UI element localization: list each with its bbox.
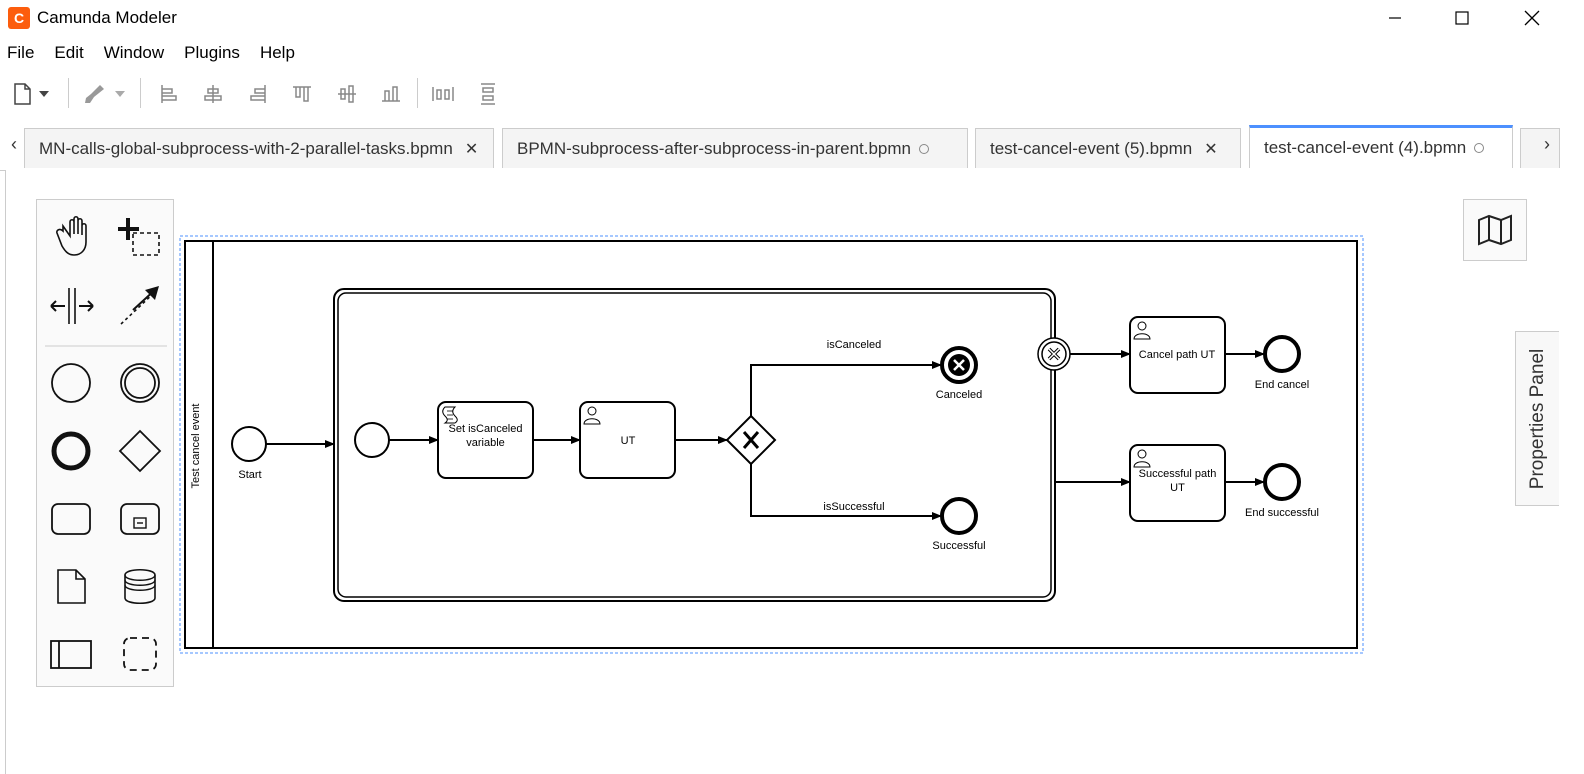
menu-file[interactable]: File — [7, 43, 35, 62]
map-icon — [1478, 214, 1512, 246]
tab-label: BPMN-subprocess-after-subprocess-in-pare… — [517, 138, 911, 158]
distribute-horizontal-icon — [432, 87, 454, 101]
new-file-dropdown[interactable] — [34, 80, 54, 108]
tab-overflow[interactable] — [1520, 128, 1560, 168]
align-middle-icon — [338, 85, 356, 103]
camunda-logo-icon: C — [8, 7, 30, 29]
title-bar: C Camunda Modeler — [0, 0, 1584, 36]
close-window-button[interactable] — [1509, 0, 1555, 36]
menu-bar: File Edit Window Plugins Help — [0, 40, 308, 68]
minimap-toggle-button[interactable] — [1463, 199, 1527, 261]
color-picker-dropdown[interactable] — [110, 80, 130, 108]
tab-bar: MN-calls-global-subprocess-with-2-parall… — [0, 124, 1584, 171]
align-center-button[interactable] — [199, 80, 227, 108]
gateway-tool-icon[interactable] — [118, 429, 162, 473]
toolbar — [0, 76, 1584, 110]
maximize-button[interactable] — [1439, 0, 1485, 36]
unsaved-dot-icon[interactable] — [1474, 143, 1485, 153]
align-middle-button[interactable] — [333, 80, 361, 108]
global-connect-tool-icon[interactable] — [120, 286, 159, 325]
align-right-button[interactable] — [244, 80, 272, 108]
tab-label: test-cancel-event (5).bpmn — [990, 138, 1193, 158]
tabs-scroll-left-icon[interactable]: ‹ — [11, 134, 17, 154]
space-tool-icon[interactable] — [50, 288, 94, 324]
data-store-tool-icon[interactable] — [124, 568, 156, 605]
distribute-horizontal-button[interactable] — [429, 80, 457, 108]
window-title: Camunda Modeler — [37, 8, 177, 27]
diagram-canvas[interactable] — [5, 170, 1584, 774]
caret-down-icon — [115, 91, 125, 97]
tabs-scroll-right-icon[interactable]: › — [1544, 134, 1550, 154]
menu-window[interactable]: Window — [103, 43, 165, 62]
close-icon[interactable]: ✕ — [464, 140, 479, 158]
end-event-tool-icon[interactable] — [51, 431, 91, 471]
properties-panel-toggle[interactable]: Properties Panel — [1515, 331, 1559, 506]
align-right-icon — [250, 85, 266, 103]
align-center-icon — [204, 85, 222, 103]
align-left-button[interactable] — [155, 80, 183, 108]
close-icon[interactable]: ✕ — [1204, 140, 1218, 158]
lasso-tool-icon[interactable] — [118, 218, 160, 256]
color-picker-button[interactable] — [80, 80, 108, 108]
start-event-tool-icon[interactable] — [51, 363, 91, 403]
align-top-button[interactable] — [288, 80, 316, 108]
intermediate-event-tool-icon[interactable] — [120, 363, 160, 403]
unsaved-dot-icon[interactable] — [919, 143, 929, 154]
minimize-button[interactable] — [1372, 0, 1418, 36]
menu-plugins[interactable]: Plugins — [184, 43, 240, 62]
properties-panel-label: Properties Panel — [1526, 348, 1548, 489]
tab-test-cancel-event-4[interactable]: test-cancel-event (4).bpmn — [1249, 125, 1513, 168]
subprocess-tool-icon[interactable] — [120, 503, 160, 535]
new-file-button[interactable] — [8, 80, 36, 108]
align-bottom-icon — [382, 86, 400, 102]
tab-subprocess-after-subprocess[interactable]: BPMN-subprocess-after-subprocess-in-pare… — [502, 128, 968, 168]
data-object-tool-icon[interactable] — [57, 569, 86, 604]
paint-brush-icon — [85, 85, 104, 103]
align-bottom-button[interactable] — [377, 80, 405, 108]
tab-label: test-cancel-event (4).bpmn — [1264, 138, 1467, 157]
tab-label: MN-calls-global-subprocess-with-2-parall… — [39, 138, 453, 158]
hand-tool-icon[interactable] — [56, 215, 87, 256]
toolbar-separator — [417, 78, 418, 108]
menu-edit[interactable]: Edit — [54, 43, 84, 62]
toolbar-separator — [140, 78, 141, 108]
distribute-vertical-icon — [481, 83, 495, 105]
tool-palette — [36, 199, 174, 687]
tab-global-subprocess[interactable]: MN-calls-global-subprocess-with-2-parall… — [24, 128, 494, 168]
align-top-icon — [293, 86, 311, 102]
menu-help[interactable]: Help — [259, 43, 295, 62]
group-tool-icon[interactable] — [123, 637, 157, 671]
new-file-icon — [14, 83, 31, 105]
toolbar-separator — [68, 78, 69, 108]
distribute-vertical-button[interactable] — [474, 80, 502, 108]
align-left-icon — [161, 85, 177, 103]
caret-down-icon — [39, 91, 49, 97]
pool-tool-icon[interactable] — [50, 640, 92, 669]
tab-test-cancel-event-5[interactable]: test-cancel-event (5).bpmn ✕ — [975, 128, 1241, 168]
task-tool-icon[interactable] — [51, 503, 91, 535]
